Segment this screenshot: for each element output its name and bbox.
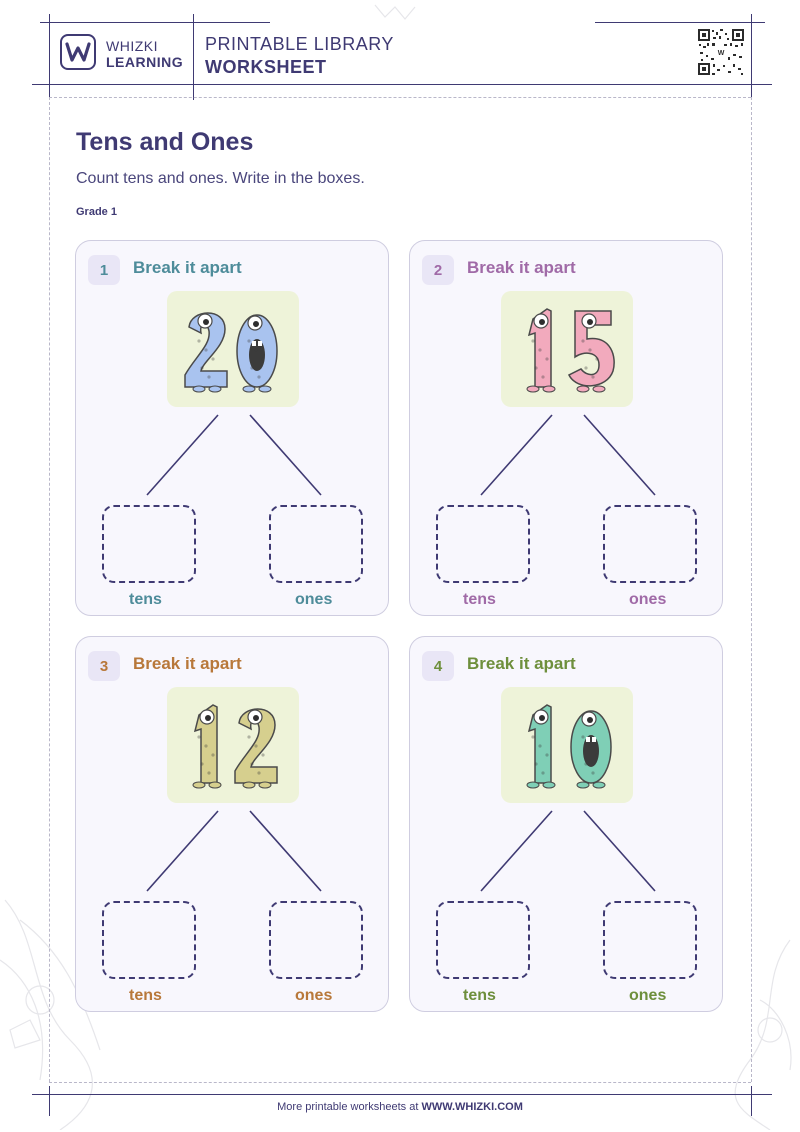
ones-label: ones xyxy=(295,591,333,608)
header-divider xyxy=(193,14,194,100)
footer-text: More printable worksheets at xyxy=(277,1101,419,1113)
brand-tagline: LEARNING xyxy=(106,54,184,70)
number-bond-lines xyxy=(480,414,656,496)
header-divider xyxy=(751,14,752,100)
number-bond-lines xyxy=(146,810,322,892)
tens-label: tens xyxy=(129,591,162,608)
number-monster-illustration xyxy=(167,291,299,407)
tens-label: tens xyxy=(463,987,496,1004)
worksheet-label: WORKSHEET xyxy=(205,57,327,77)
brand-name: WHIZKI xyxy=(106,38,158,54)
whizki-logo-icon xyxy=(65,42,91,62)
grade-level: Grade 1 xyxy=(76,206,117,218)
qr-code-icon: W xyxy=(697,28,745,76)
page-border xyxy=(49,97,50,1082)
problem-number: 2 xyxy=(422,255,454,285)
problem-title: Break it apart xyxy=(133,654,242,673)
footer-divider xyxy=(49,1086,50,1116)
ones-label: ones xyxy=(295,987,333,1004)
number-monster-illustration xyxy=(501,291,633,407)
problem-title: Break it apart xyxy=(133,258,242,277)
ones-answer-box[interactable] xyxy=(269,901,363,979)
number-bond-lines xyxy=(146,414,322,496)
header-divider xyxy=(49,14,50,100)
number-monster-illustration xyxy=(501,687,633,803)
background-sketch-decoration xyxy=(734,939,792,1130)
number-bond-lines xyxy=(480,810,656,892)
monster-number-icon xyxy=(526,308,615,393)
problem-card-2: 2 Break it apart tens ones xyxy=(409,240,723,616)
problem-card-4: 4 Break it apart tens ones xyxy=(409,636,723,1012)
monster-number-icon xyxy=(192,704,278,789)
ones-answer-box[interactable] xyxy=(603,505,697,583)
page-border xyxy=(49,97,751,98)
ones-label: ones xyxy=(629,591,667,608)
whizki-logo xyxy=(60,34,96,70)
svg-text:W: W xyxy=(718,50,725,57)
problem-number: 1 xyxy=(88,255,120,285)
tens-label: tens xyxy=(129,987,162,1004)
worksheet-instructions: Count tens and ones. Write in the boxes. xyxy=(76,170,365,187)
library-label: PRINTABLE LIBRARY xyxy=(205,34,394,54)
header-rule xyxy=(595,22,765,23)
tens-answer-box[interactable] xyxy=(436,901,530,979)
number-monster-illustration xyxy=(167,687,299,803)
monster-number-icon xyxy=(526,704,612,789)
ones-answer-box[interactable] xyxy=(603,901,697,979)
tens-answer-box[interactable] xyxy=(102,901,196,979)
footer: More printable worksheets at WWW.WHIZKI.… xyxy=(0,1101,800,1113)
problem-card-3: 3 Break it apart tens ones xyxy=(75,636,389,1012)
tens-answer-box[interactable] xyxy=(102,505,196,583)
problem-title: Break it apart xyxy=(467,258,576,277)
header-rule xyxy=(32,84,772,85)
footer-rule xyxy=(32,1094,772,1095)
worksheet-title: Tens and Ones xyxy=(76,128,254,156)
footer-divider xyxy=(751,1086,752,1116)
background-sketch-decoration xyxy=(0,899,101,1130)
page-border xyxy=(751,97,752,1082)
problem-number: 4 xyxy=(422,651,454,681)
tens-answer-box[interactable] xyxy=(436,505,530,583)
page-border xyxy=(49,1082,751,1083)
footer-link[interactable]: WWW.WHIZKI.COM xyxy=(421,1101,523,1113)
background-sketch-decoration xyxy=(374,4,416,20)
problem-title: Break it apart xyxy=(467,654,576,673)
monster-number-icon xyxy=(184,312,278,393)
tens-label: tens xyxy=(463,591,496,608)
ones-label: ones xyxy=(629,987,667,1004)
problem-number: 3 xyxy=(88,651,120,681)
problem-card-1: 1 Break it apart tens ones xyxy=(75,240,389,616)
ones-answer-box[interactable] xyxy=(269,505,363,583)
header-rule xyxy=(40,22,270,23)
